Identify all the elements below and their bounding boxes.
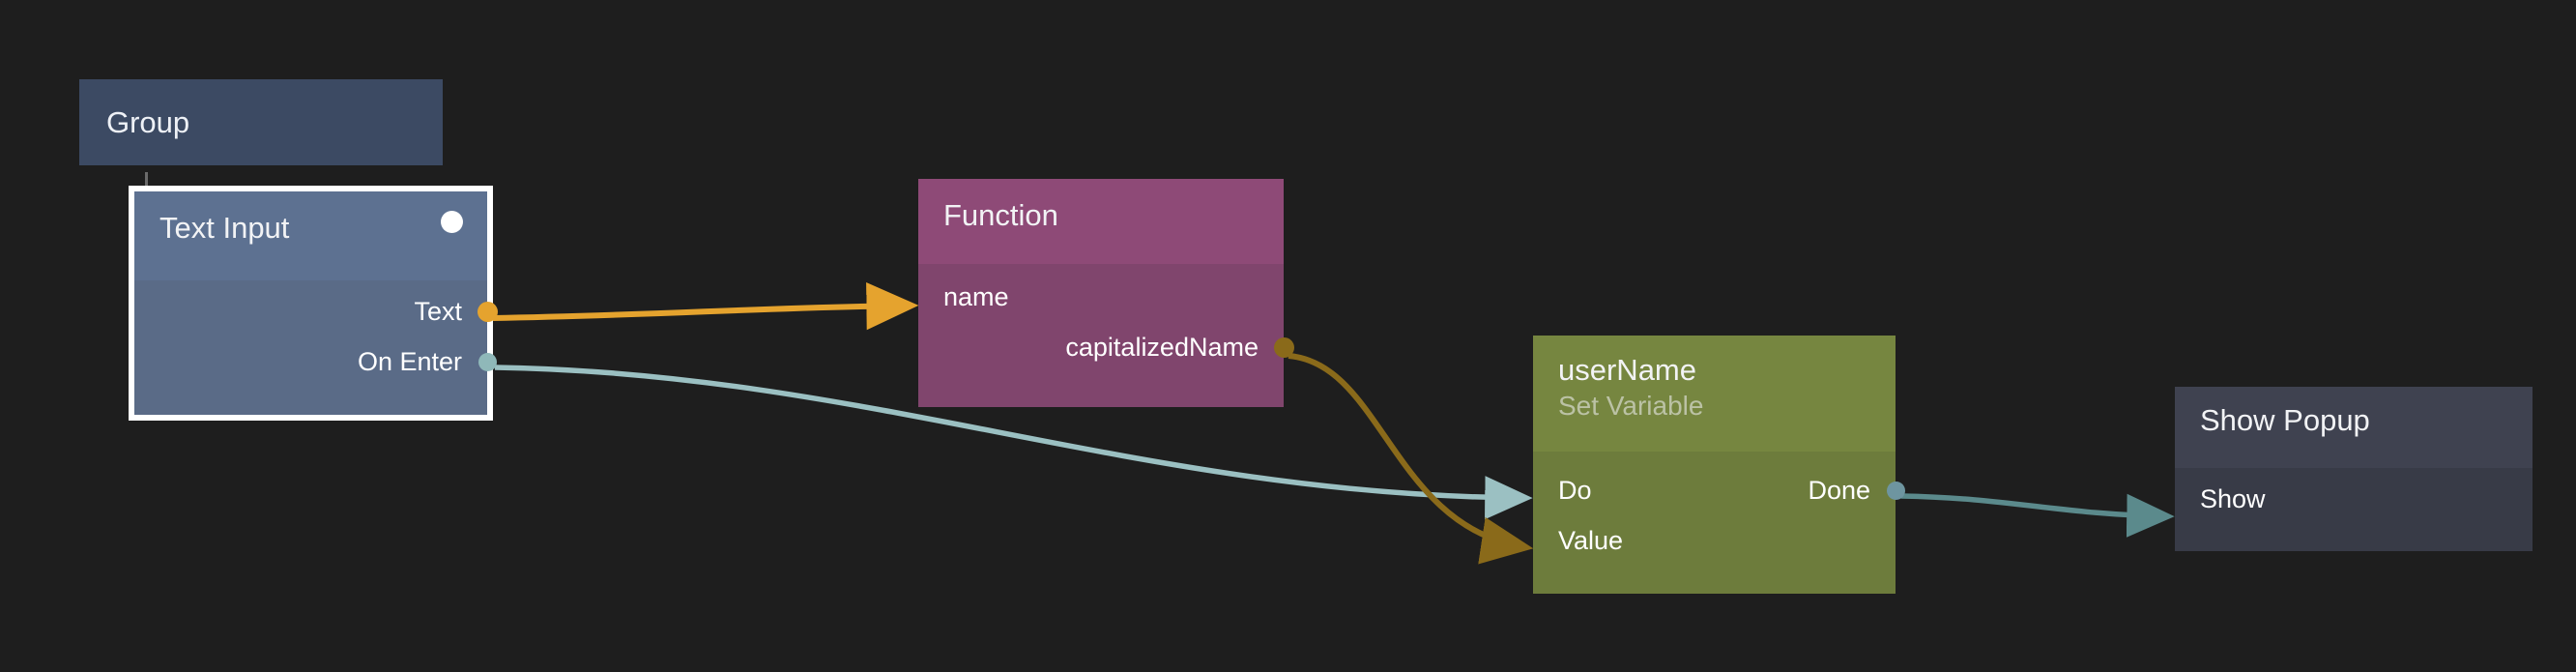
node-body: Show	[2175, 474, 2533, 524]
wire-done-to-show	[1900, 493, 2175, 538]
node-title: Text Input	[159, 211, 290, 245]
port-label: capitalizedName	[1065, 332, 1259, 362]
wire-capitalizedname-to-value	[1288, 353, 1534, 565]
node-body: Text On Enter	[134, 280, 498, 387]
port-label: Show	[2200, 483, 2266, 513]
port-dot-text[interactable]	[478, 302, 498, 322]
port-dot-done[interactable]	[1887, 482, 1905, 500]
node-title: Show Popup	[2200, 403, 2370, 437]
node-function[interactable]: Function name capitalizedName	[918, 179, 1294, 407]
node-text-input[interactable]: Text Input Text On Enter	[129, 186, 498, 421]
node-subtitle: Set Variable	[1558, 390, 1704, 421]
port-label: On Enter	[357, 346, 462, 376]
node-header: Show Popup	[2175, 387, 2533, 468]
wire-text-to-name	[492, 282, 919, 331]
port-dot-capitalizedname[interactable]	[1274, 337, 1294, 358]
output-port-capitalizedname[interactable]: capitalizedName	[918, 322, 1294, 372]
port-dot-on-enter[interactable]	[478, 353, 497, 371]
node-body: Do Done Value	[1533, 465, 1905, 566]
input-port-show[interactable]: Show	[2175, 474, 2533, 524]
node-set-variable[interactable]: userName Set Variable Do Done Value	[1533, 336, 1905, 594]
port-label: Value	[1558, 525, 1624, 555]
input-port-name[interactable]: name	[918, 272, 1284, 322]
output-port-done[interactable]: Done	[1808, 475, 1870, 505]
input-port-value[interactable]: Value	[1533, 515, 1896, 566]
output-port-text[interactable]: Text	[134, 286, 498, 336]
node-header: Text Input	[134, 191, 487, 280]
input-port-do[interactable]: Do	[1558, 475, 1592, 505]
node-header: userName Set Variable	[1533, 336, 1896, 452]
node-badge-icon[interactable]	[441, 211, 463, 233]
node-title: userName	[1558, 353, 1696, 387]
node-title: Function	[943, 198, 1058, 232]
port-label: Text	[414, 296, 462, 326]
port-row-do-done: Do Done	[1533, 465, 1905, 515]
node-body: name capitalizedName	[918, 272, 1294, 372]
group-node[interactable]: Group	[79, 79, 443, 165]
output-port-on-enter[interactable]: On Enter	[134, 336, 497, 387]
port-label: name	[943, 281, 1009, 311]
group-label: Group	[106, 105, 190, 139]
node-show-popup[interactable]: Show Popup Show	[2175, 387, 2533, 551]
node-header: Function	[918, 179, 1284, 264]
